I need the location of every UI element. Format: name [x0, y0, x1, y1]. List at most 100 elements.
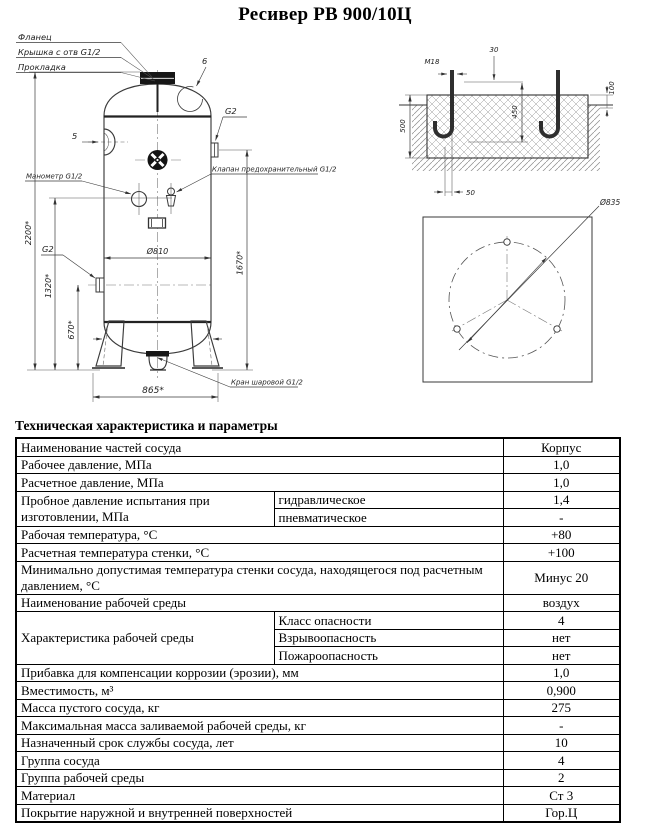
- spec-value-cell: Ст 3: [502, 786, 621, 805]
- dim-50-label: 50: [466, 189, 475, 197]
- callout-g2-top: G2: [225, 106, 237, 116]
- callout-safety-valve: Клапан предохранительный G1/2: [212, 166, 337, 174]
- spec-label-cell: Группа сосуда: [15, 751, 504, 770]
- dim-100-label: 100: [608, 81, 616, 95]
- spec-value-cell: нет: [502, 628, 621, 647]
- page-title: Ресивер РВ 900/10Ц: [238, 4, 412, 25]
- spec-sublabel-cell: гидравлическое: [273, 490, 504, 509]
- dim-2200-label: 2200*: [24, 221, 33, 245]
- dim-500-label: 500: [399, 119, 407, 133]
- dim-865-label: 865*: [142, 386, 164, 396]
- callout-wall-thickness: 5: [72, 131, 77, 141]
- spec-value-cell: +80: [502, 525, 621, 544]
- spec-section: Техническая характеристика и параметры Н…: [15, 418, 622, 823]
- callout-flange: Фланец: [18, 32, 52, 42]
- bolt-hole: [453, 325, 461, 333]
- bolt-hole: [503, 238, 511, 246]
- spec-value-cell: 275: [502, 698, 621, 717]
- spec-label-cell: Пробное давление испытания при изготовле…: [15, 490, 275, 527]
- spec-value-cell: Минус 20: [502, 560, 621, 595]
- spec-label-cell: Прибавка для компенсации коррозии (эрози…: [15, 663, 504, 682]
- spec-value-cell: 2: [502, 768, 621, 787]
- nozzle-g2-side: [41, 254, 105, 293]
- callout-cover: Крышка с отв G1/2: [18, 47, 100, 57]
- foundation-view: [399, 56, 613, 196]
- spec-row: Расчетная температура стенки, °С+100: [15, 543, 621, 562]
- nozzle-g2-top: [210, 116, 247, 158]
- spec-sublabel-cell: Взрывоопасность: [273, 628, 504, 647]
- spec-sublabel-cell: Класс опасности: [273, 611, 504, 630]
- spec-value-cell: -: [502, 716, 621, 735]
- vessel-dimensions: [27, 71, 253, 402]
- bolt-hole: [553, 325, 561, 333]
- spec-sublabel-cell: Пожароопасность: [273, 646, 504, 665]
- anchor-bolt-right: [539, 70, 560, 139]
- spec-label-cell: Рабочая температура, °С: [15, 525, 504, 544]
- anchor-bolt-left: [433, 70, 454, 139]
- spec-label-cell: Вместимость, м³: [15, 681, 504, 700]
- dim-m18-label: М18: [425, 58, 440, 66]
- spec-label-cell: Минимально допустимая температура стенки…: [15, 560, 504, 595]
- dim-670-label: 670*: [67, 320, 76, 339]
- top-flange: [140, 72, 175, 112]
- callout-gasket: Прокладка: [18, 62, 66, 72]
- spec-label-cell: Наименование рабочей среды: [15, 593, 504, 612]
- spec-value-cell: 0,900: [502, 681, 621, 700]
- spec-label-cell: Рабочее давление, МПа: [15, 455, 504, 474]
- dim-1670-label: 1670*: [236, 251, 245, 275]
- spec-label-cell: Расчетное давление, МПа: [15, 473, 504, 492]
- spec-label-cell: Масса пустого сосуда, кг: [15, 698, 504, 717]
- support-legs: [92, 320, 223, 369]
- spec-row: Рабочая температура, °С+80: [15, 525, 621, 544]
- spec-value-cell: 10: [502, 733, 621, 752]
- spec-label-cell: Характеристика рабочей среды: [15, 611, 275, 665]
- spec-value-cell: -: [502, 508, 621, 527]
- spec-value-cell: 4: [502, 751, 621, 770]
- drawing-labels: Фланец Крышка с отв G1/2 Прокладка 6 5 G…: [16, 32, 620, 396]
- spec-value-cell: +100: [502, 543, 621, 562]
- spec-row: Прибавка для компенсации коррозии (эрози…: [15, 663, 621, 682]
- spec-row: Максимальная масса заливаемой рабочей ср…: [15, 716, 621, 735]
- dim-450-label: 450: [511, 105, 519, 119]
- spec-label-cell: Назначенный срок службы сосуда, лет: [15, 733, 504, 752]
- weld-detail-circle: [177, 86, 203, 112]
- spec-row: Минимально допустимая температура стенки…: [15, 560, 621, 595]
- manometer: [25, 180, 148, 215]
- callout-g2-side: G2: [42, 244, 54, 254]
- safety-valve: [165, 173, 318, 214]
- spec-value-cell: 1,0: [502, 473, 621, 492]
- callout-manometer: Манометр G1/2: [26, 173, 83, 181]
- spec-label-cell: Материал: [15, 786, 504, 805]
- callout-ball-valve: Кран шаровой G1/2: [231, 379, 303, 387]
- technical-drawing: Фланец Крышка с отв G1/2 Прокладка 6 5 G…: [16, 32, 620, 402]
- spec-value-cell: 1,4: [502, 490, 621, 509]
- spec-row: Покрытие наружной и внутренней поверхнос…: [15, 803, 621, 823]
- spec-row: Пробное давление испытания при изготовле…: [15, 490, 621, 527]
- nameplate: [147, 217, 167, 229]
- handwheel-icon: [147, 150, 168, 170]
- spec-label-cell: Группа рабочей среды: [15, 768, 504, 787]
- spec-label-cell: Наименование частей сосуда: [15, 437, 504, 457]
- spec-value-cell: воздух: [502, 593, 621, 612]
- spec-value-cell: 1,0: [502, 663, 621, 682]
- plan-view: [422, 205, 600, 383]
- manhole: [82, 128, 116, 156]
- dim-30-label: 30: [490, 46, 499, 54]
- dim-1320-label: 1320*: [44, 274, 53, 298]
- foundation-dimensions: [405, 56, 613, 196]
- spec-label-cell: Расчетная температура стенки, °С: [15, 543, 504, 562]
